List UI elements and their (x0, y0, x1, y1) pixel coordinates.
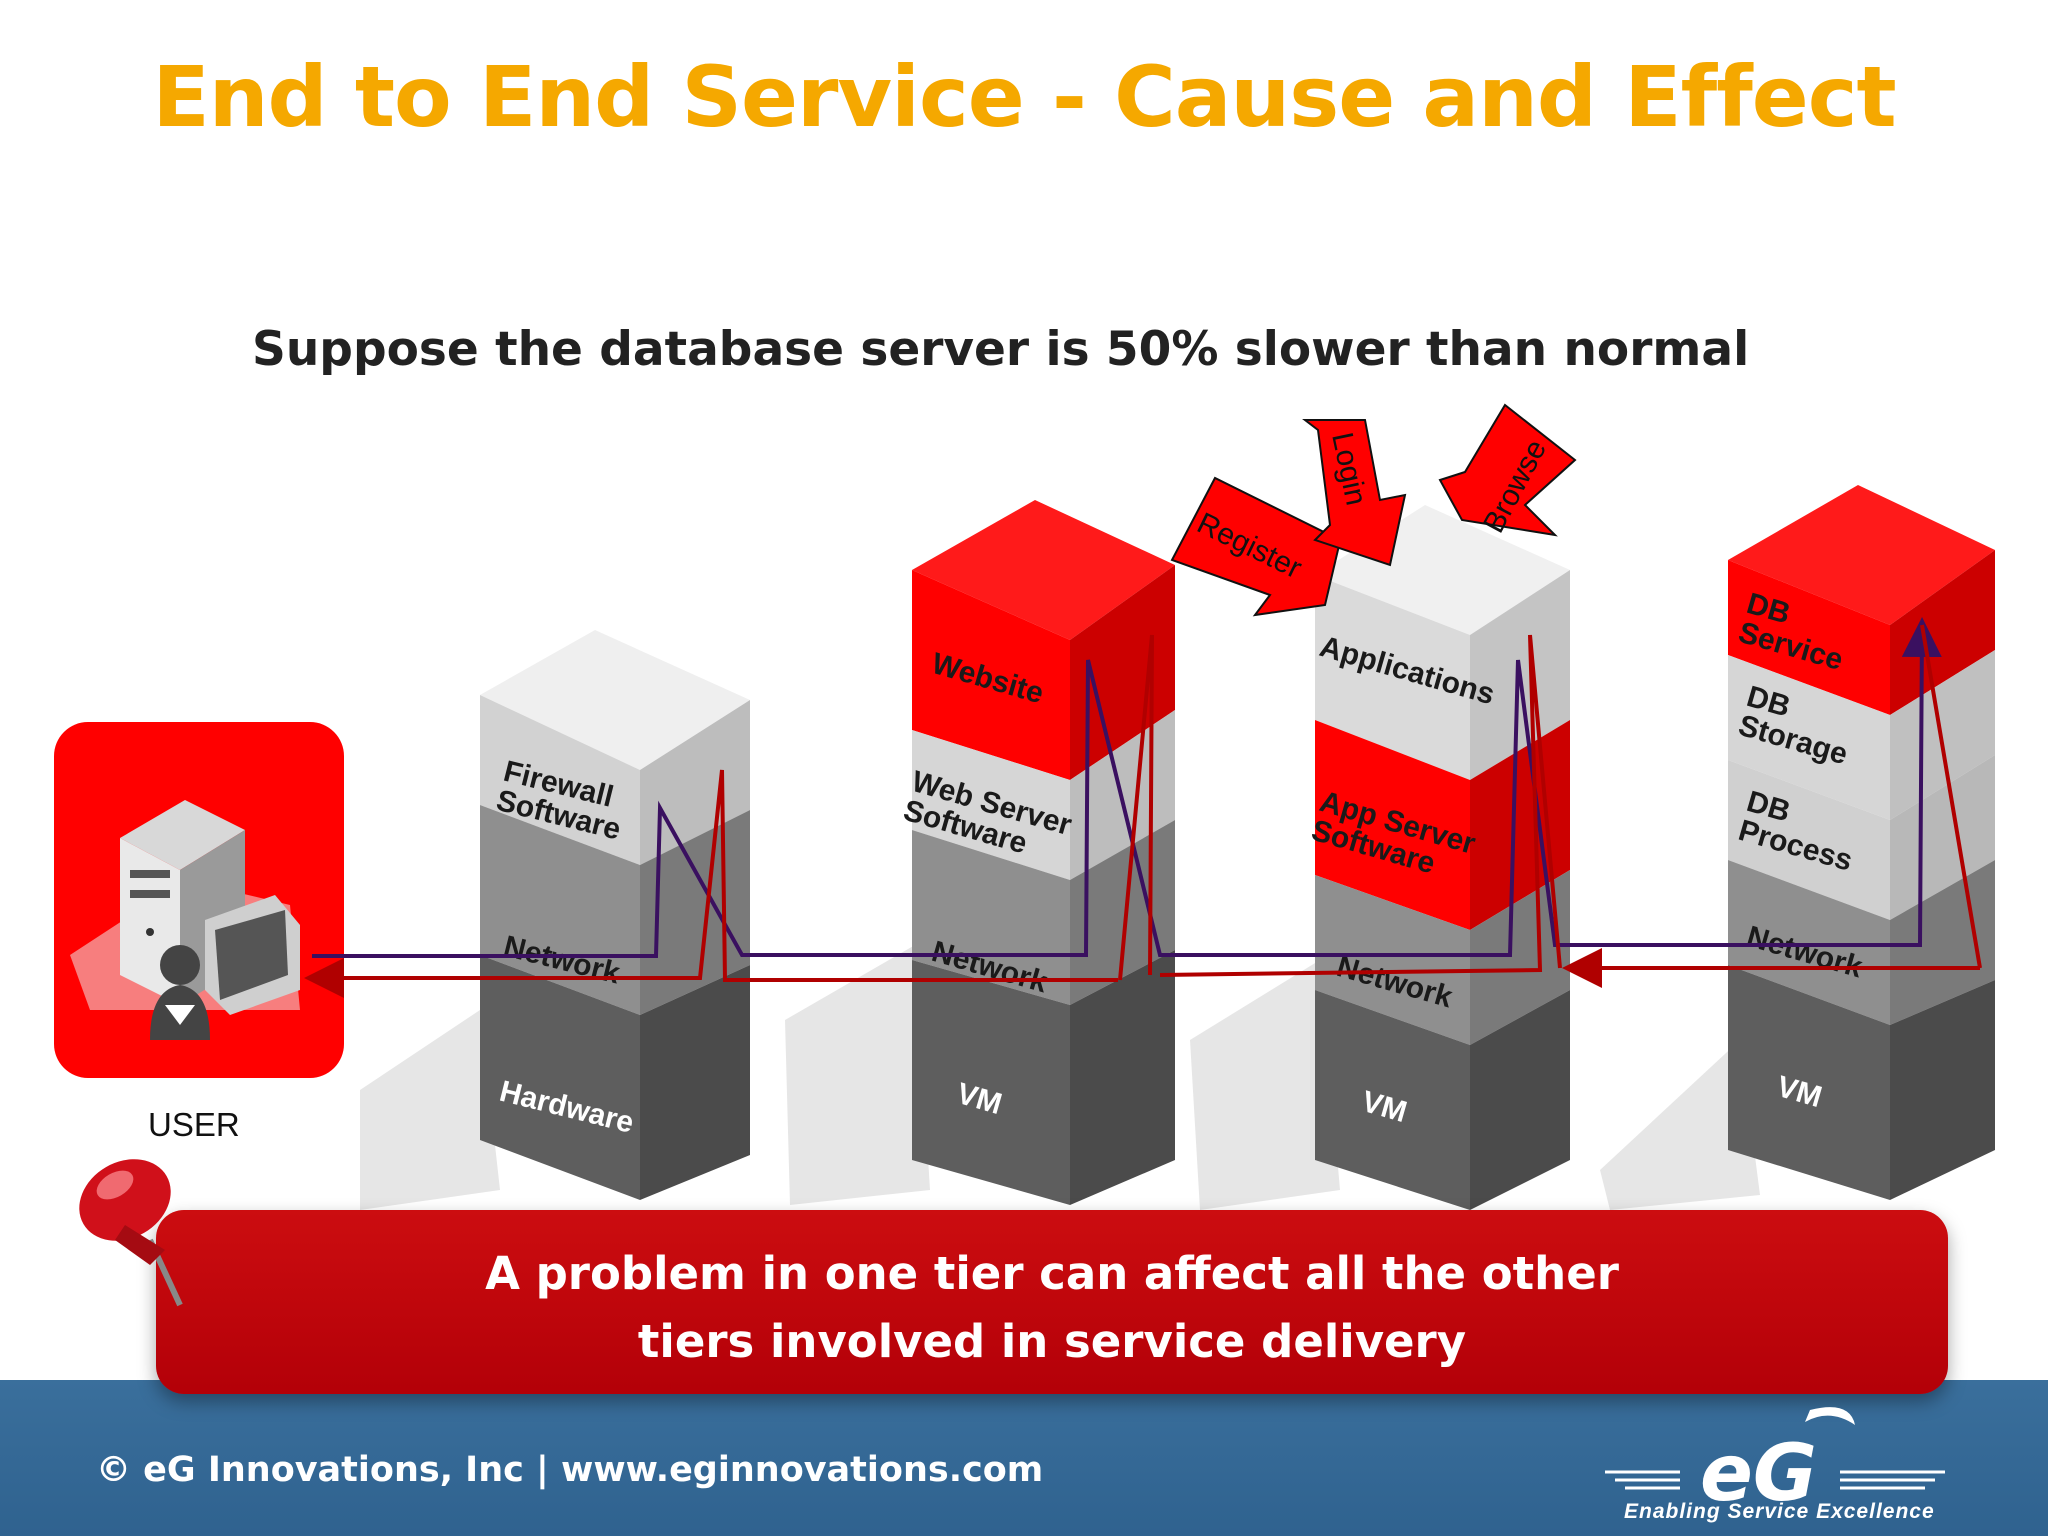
db-tower: DBService DBStorage DBProcess Network VM (1728, 485, 1995, 1200)
response-flow (304, 624, 1982, 998)
server-computer-icon (120, 800, 300, 1040)
footer-bar: © eG Innovations, Inc | www.eginnovation… (0, 1380, 2048, 1536)
service-diagram: FirewallSoftware Network Hardware Websit… (54, 403, 1995, 1210)
slide-title: End to End Service - Cause and Effect (152, 48, 1896, 146)
firewall-tower: FirewallSoftware Network Hardware (480, 630, 750, 1200)
browse-arrow: Browse (1438, 403, 1577, 538)
request-flow (312, 617, 1942, 958)
login-arrow: Login (1302, 419, 1407, 567)
user-label: USER (148, 1106, 240, 1143)
callout-box: A problem in one tier can affect all the… (156, 1210, 1948, 1394)
register-arrow: Register (1170, 476, 1347, 617)
floor-shadows (360, 945, 1760, 1210)
logo-tagline: Enabling Service Excellence (1624, 1500, 1935, 1523)
app-tower: Applications App ServerSoftware Network … (1308, 505, 1570, 1210)
footer-copyright: © eG Innovations, Inc | www.eginnovation… (96, 1450, 1044, 1490)
callout-text: A problem in one tier can affect all the… (485, 1247, 1619, 1368)
subtitle: Suppose the database server is 50% slowe… (252, 322, 1750, 377)
eg-logo: eG (1605, 1407, 1945, 1510)
pushpin-icon (79, 1159, 183, 1307)
logo-mark: eG (1700, 1429, 1817, 1510)
user-box (54, 722, 344, 1078)
web-tower: Website Web ServerSoftware Network VM (900, 500, 1175, 1205)
